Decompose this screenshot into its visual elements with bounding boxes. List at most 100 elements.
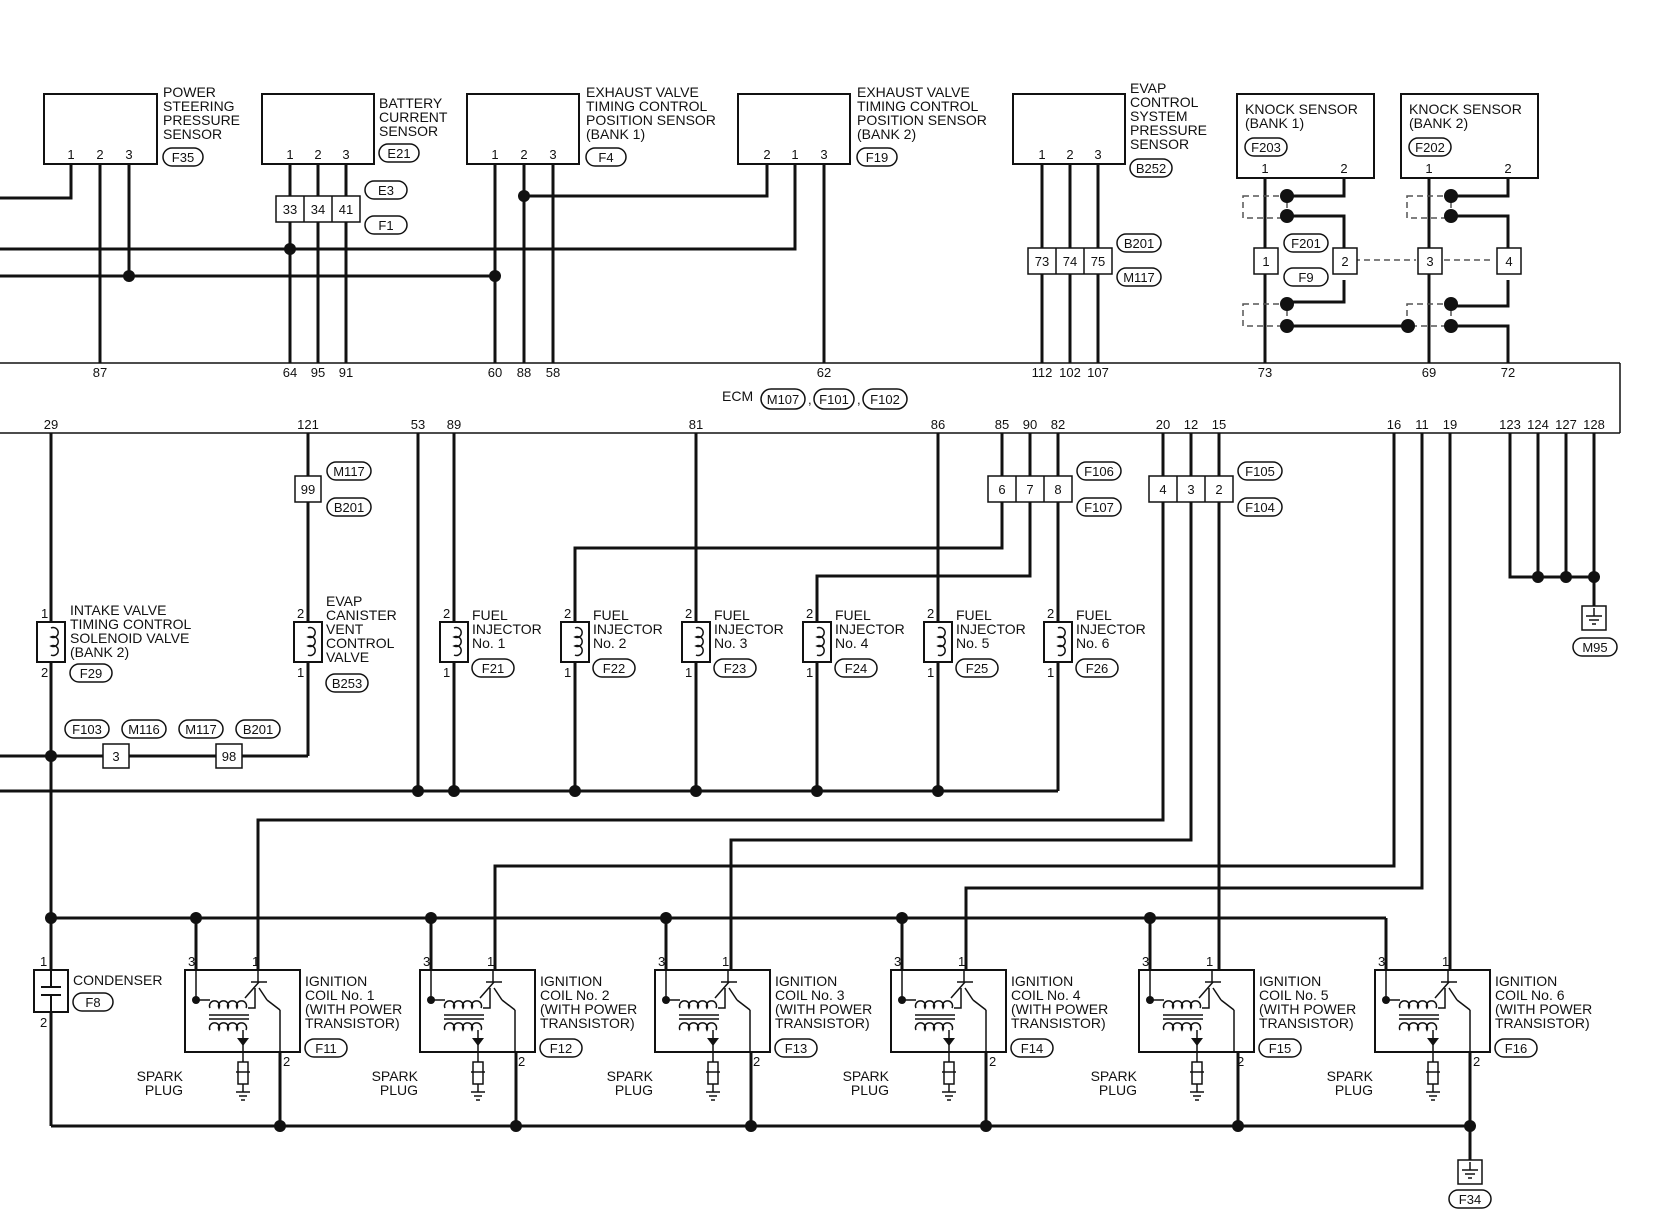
svg-text:CONDENSER: CONDENSER <box>73 972 162 988</box>
svg-text:3: 3 <box>423 954 430 969</box>
svg-text:F22: F22 <box>603 661 625 676</box>
svg-text:41: 41 <box>339 202 353 217</box>
svg-text:15: 15 <box>1212 417 1226 432</box>
svg-text:2: 2 <box>564 606 571 621</box>
svg-text:1: 1 <box>791 147 798 162</box>
svg-text:98: 98 <box>222 749 236 764</box>
svg-text:F101: F101 <box>819 392 849 407</box>
svg-text:1: 1 <box>564 665 571 680</box>
svg-text:F105: F105 <box>1245 464 1275 479</box>
svg-text:F102: F102 <box>870 392 900 407</box>
svg-text:M107: M107 <box>767 392 800 407</box>
svg-text:99: 99 <box>301 482 315 497</box>
svg-text:72: 72 <box>1501 365 1515 380</box>
svg-text:3: 3 <box>894 954 901 969</box>
svg-text:1: 1 <box>1442 954 1449 969</box>
svg-text:6: 6 <box>998 482 1005 497</box>
svg-text:2: 2 <box>1341 254 1348 269</box>
ecm-module: ECM M107 , F101 , F102 87 64 95 91 60 88… <box>0 362 1621 434</box>
joint-connector-f106-f107: 6 7 8 F106 F107 <box>987 461 1122 517</box>
svg-text:11: 11 <box>1415 417 1429 432</box>
svg-text:M116: M116 <box>128 722 160 737</box>
svg-text:1: 1 <box>1261 161 1268 176</box>
svg-text:4: 4 <box>1159 482 1166 497</box>
svg-text:3: 3 <box>112 749 119 764</box>
svg-text:2: 2 <box>927 606 934 621</box>
svg-text:85: 85 <box>995 417 1009 432</box>
svg-text:1: 1 <box>286 147 293 162</box>
svg-text:3: 3 <box>1142 954 1149 969</box>
svg-text:F19: F19 <box>866 150 888 165</box>
svg-text:62: 62 <box>817 365 831 380</box>
svg-text:2: 2 <box>40 1015 47 1030</box>
svg-text:60: 60 <box>488 365 502 380</box>
svg-text:124: 124 <box>1527 417 1549 432</box>
svg-text:1: 1 <box>1038 147 1045 162</box>
svg-text:34: 34 <box>311 202 325 217</box>
svg-text:F1: F1 <box>378 218 393 233</box>
svg-text:1: 1 <box>252 954 259 969</box>
svg-text:90: 90 <box>1023 417 1037 432</box>
svg-text:1: 1 <box>1262 254 1269 269</box>
svg-text:F35: F35 <box>172 150 194 165</box>
svg-text:2: 2 <box>1340 161 1347 176</box>
svg-text:2: 2 <box>520 147 527 162</box>
svg-text:89: 89 <box>447 417 461 432</box>
svg-text:123: 123 <box>1499 417 1521 432</box>
svg-text:2: 2 <box>989 1054 996 1069</box>
svg-text:M117: M117 <box>185 722 217 737</box>
svg-text:3: 3 <box>1426 254 1433 269</box>
svg-text:2: 2 <box>1215 482 1222 497</box>
svg-text:B201: B201 <box>1124 236 1154 251</box>
condenser: 1 2 CONDENSER F8 <box>33 954 162 1030</box>
svg-text:2: 2 <box>763 147 770 162</box>
svg-text:F104: F104 <box>1245 500 1275 515</box>
svg-text:53: 53 <box>411 417 425 432</box>
svg-text:102: 102 <box>1059 365 1081 380</box>
svg-text:82: 82 <box>1051 417 1065 432</box>
joint-connector-f105-f104: 4 3 2 F105 F104 <box>1148 461 1283 517</box>
svg-text:3: 3 <box>188 954 195 969</box>
svg-text:F202: F202 <box>1415 140 1445 155</box>
knock-sensor-bank1: KNOCK SENSOR(BANK 1) F203 1 2 <box>1236 93 1375 179</box>
svg-text:1: 1 <box>1206 954 1213 969</box>
lower-wires <box>0 433 1596 1160</box>
top-junction-dots <box>123 189 1458 333</box>
svg-text:29: 29 <box>44 417 58 432</box>
svg-text:M95: M95 <box>1582 640 1607 655</box>
svg-text:1: 1 <box>491 147 498 162</box>
svg-text:F201: F201 <box>1291 236 1321 251</box>
svg-text:58: 58 <box>546 365 560 380</box>
svg-text:F103: F103 <box>72 722 102 737</box>
svg-text:1: 1 <box>958 954 965 969</box>
svg-text:3: 3 <box>342 147 349 162</box>
svg-text:73: 73 <box>1035 254 1049 269</box>
svg-text:2: 2 <box>1066 147 1073 162</box>
